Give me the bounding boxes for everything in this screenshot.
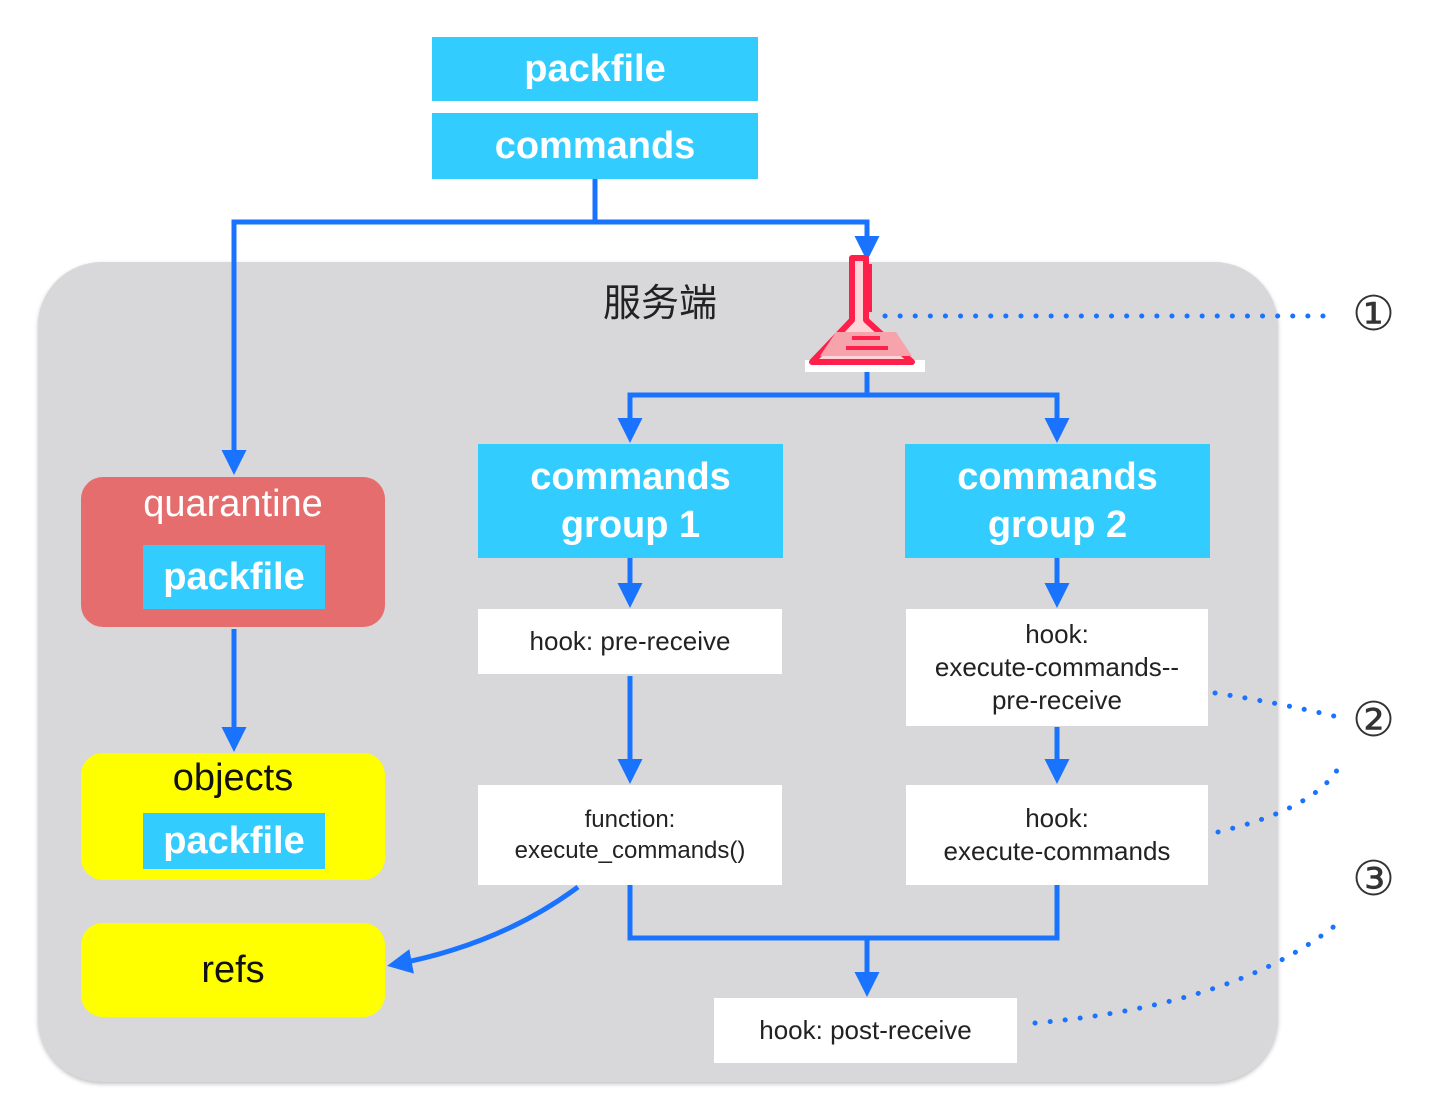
objects-packfile-label: packfile — [163, 819, 305, 862]
commands-group-2-box: commands group 2 — [905, 444, 1210, 558]
arrow-to-flask — [595, 219, 880, 261]
post-receive-hook-label: hook: post-receive — [759, 1015, 972, 1045]
post-receive-hook-box: hook: post-receive — [714, 998, 1017, 1063]
execute-commands-pre-receive-hook-box: hook: execute-commands-- pre-receive — [906, 609, 1208, 726]
quarantine-packfile-box: packfile — [143, 545, 325, 609]
objects-title: objects — [172, 757, 294, 799]
input-commands-box: commands — [432, 113, 758, 179]
refs-panel: refs — [81, 923, 385, 1017]
pre-receive-hook-box: hook: pre-receive — [478, 609, 782, 674]
callout-1: ① — [1352, 286, 1396, 342]
group-2-line2: group 2 — [987, 504, 1128, 546]
pre-receive-hook-label: hook: pre-receive — [529, 626, 731, 656]
server-label: 服务端 — [602, 281, 717, 325]
input-packfile-label: packfile — [524, 47, 666, 90]
execute-commands-function-box: function: execute_commands() — [478, 785, 782, 885]
objects-panel: objects — [81, 753, 385, 880]
objects-packfile-box: packfile — [143, 813, 325, 869]
callout-3: ③ — [1352, 851, 1396, 907]
commands-group-1-box: commands group 1 — [478, 444, 783, 558]
quarantine-title: quarantine — [143, 483, 323, 525]
execute-commands-hook-box: hook: execute-commands — [906, 785, 1208, 885]
hook2-line1: hook: — [1025, 803, 1089, 833]
callout-2: ② — [1352, 692, 1396, 748]
function-label-1: function: — [584, 806, 676, 833]
quarantine-packfile-label: packfile — [163, 555, 305, 598]
input-packfile-box: packfile — [432, 37, 758, 101]
function-label-2: execute_commands() — [514, 837, 746, 864]
hook1-line2: execute-commands-- — [934, 652, 1180, 682]
input-commands-label: commands — [494, 124, 696, 167]
group-1-line2: group 1 — [560, 504, 701, 546]
group-1-line1: commands — [530, 456, 731, 498]
group-2-line1: commands — [957, 456, 1158, 498]
hook1-line1: hook: — [1025, 619, 1089, 649]
refs-title: refs — [201, 948, 265, 991]
hook2-line2: execute-commands — [943, 836, 1171, 866]
hook1-line3: pre-receive — [991, 685, 1123, 715]
